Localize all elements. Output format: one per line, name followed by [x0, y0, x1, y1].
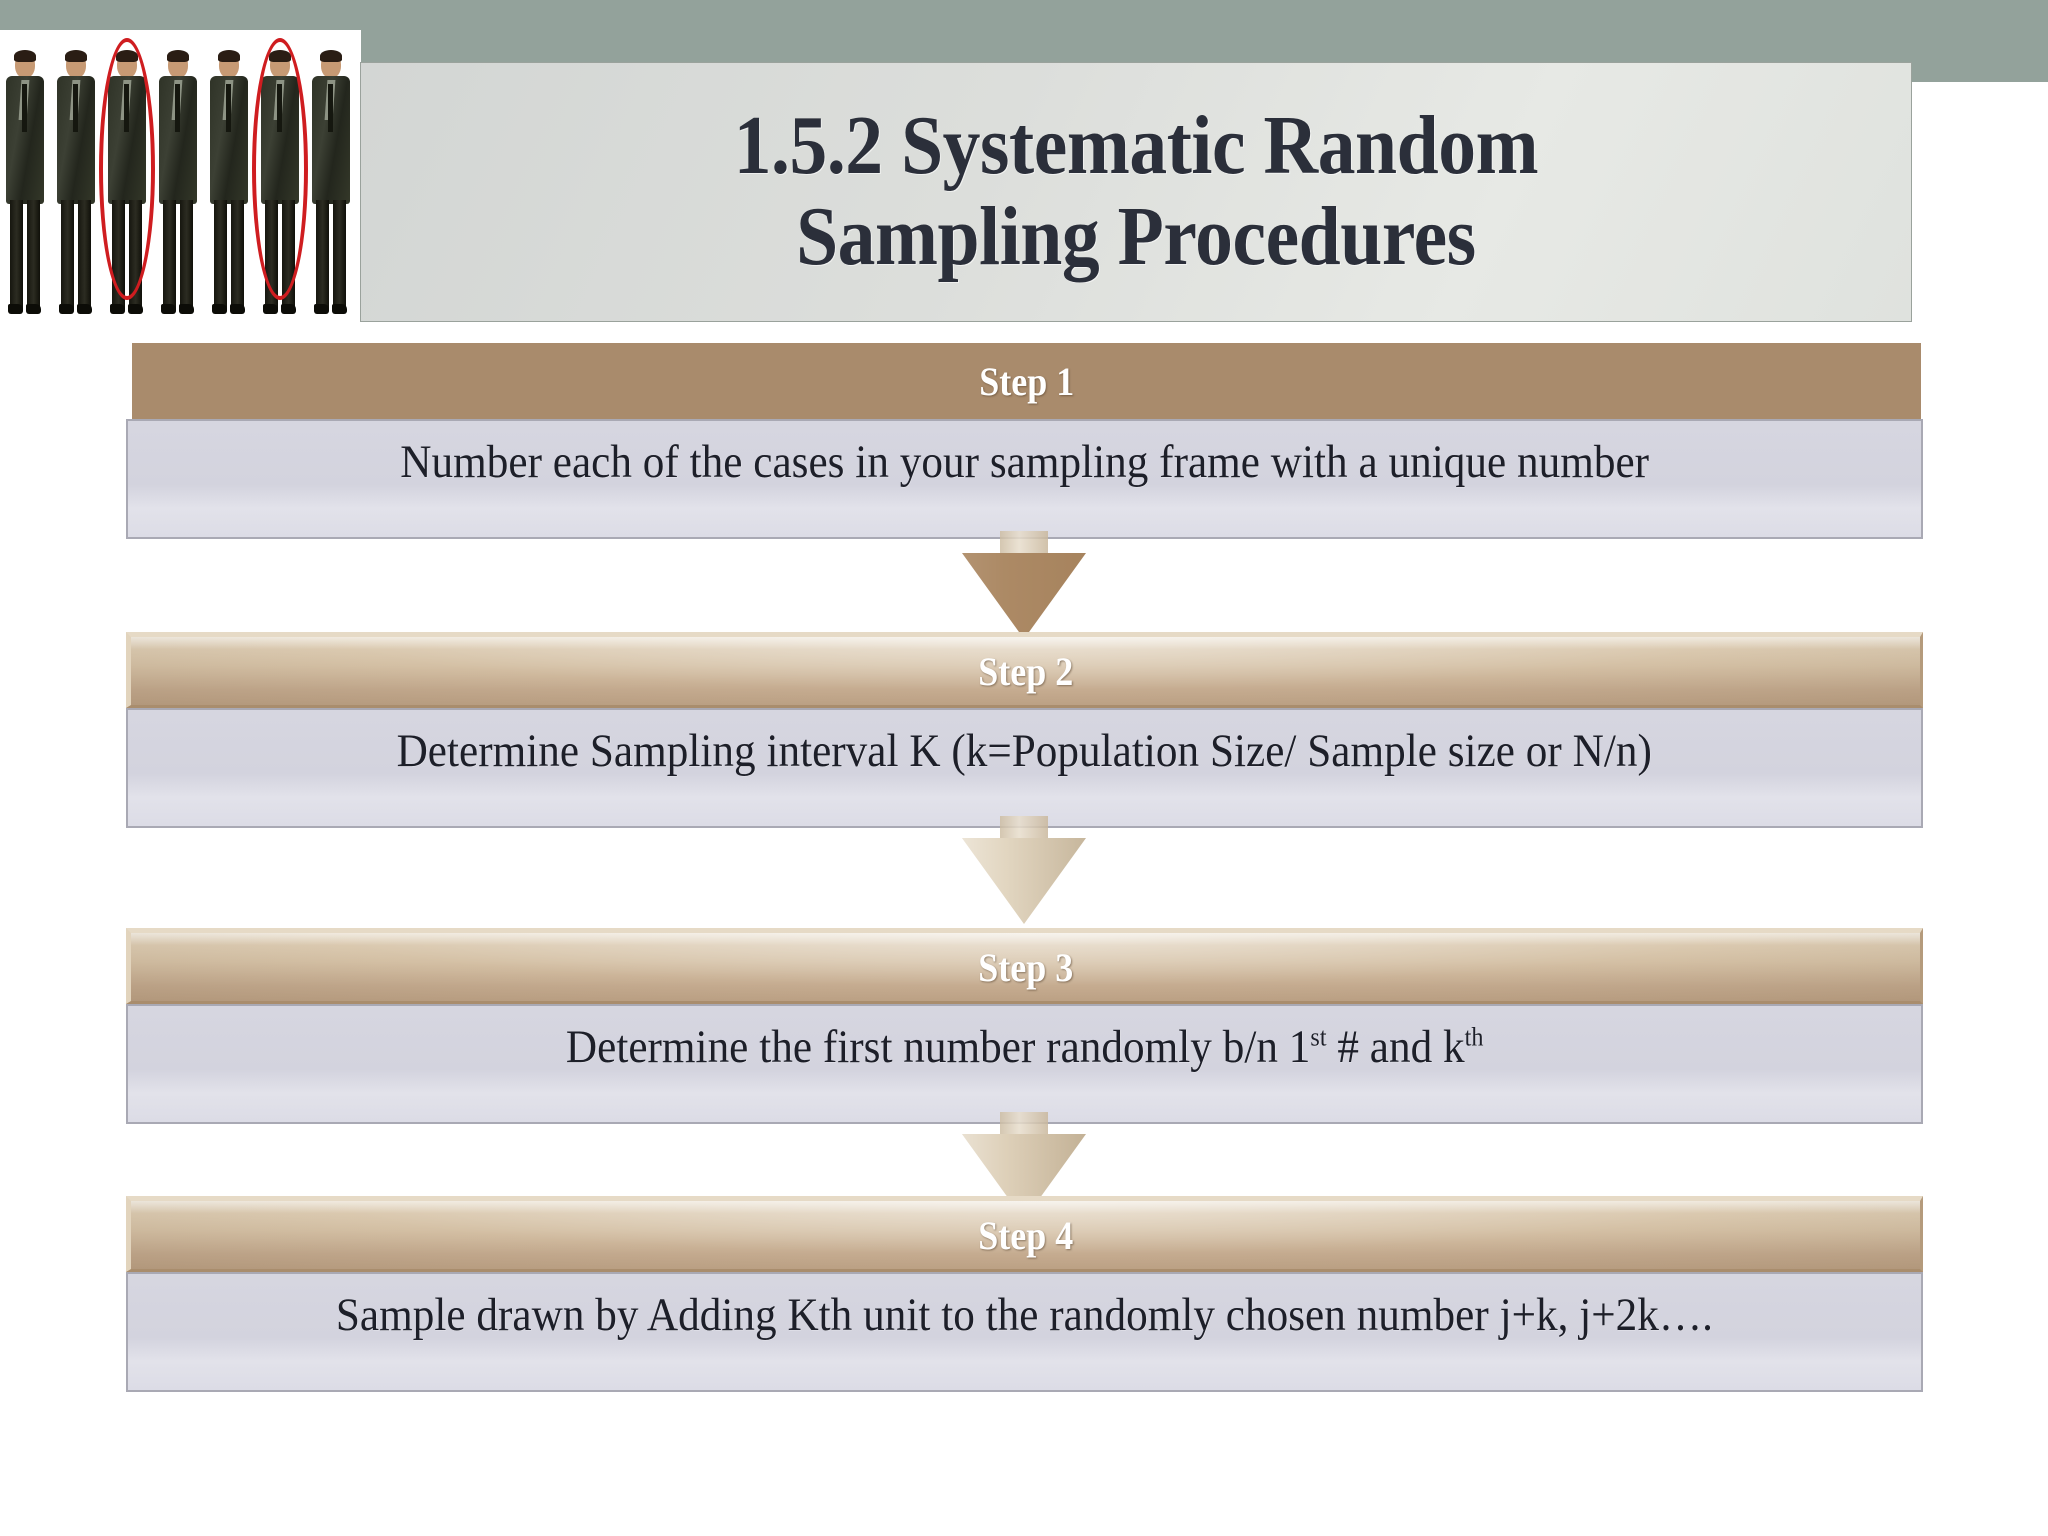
- arrow-head-icon: [962, 553, 1086, 639]
- arrow-shading: [962, 553, 1086, 639]
- step-2-label: Step 2: [977, 648, 1074, 694]
- step-block-2: Step 2 Determine Sampling interval K (k=…: [126, 632, 1923, 828]
- person-figure: [155, 50, 201, 322]
- arrow-shading: [962, 838, 1086, 924]
- step-3-sup-st: st: [1310, 1022, 1327, 1052]
- step-3-sup-th: th: [1464, 1022, 1484, 1052]
- person-figure: [206, 50, 252, 322]
- step-block-3: Step 3 Determine the first number random…: [126, 928, 1923, 1124]
- person-figure: [53, 50, 99, 322]
- slide-title-panel: 1.5.2 Systematic Random Sampling Procedu…: [360, 62, 1912, 322]
- step-3-text-middle: # and k: [1326, 1021, 1465, 1073]
- step-3-text: Determine the first number randomly b/n …: [566, 1020, 1484, 1074]
- step-4-body: Sample drawn by Adding Kth unit to the r…: [126, 1272, 1923, 1392]
- people-lineup-photo: [0, 0, 361, 336]
- step-2-text: Determine Sampling interval K (k=Populat…: [396, 725, 1653, 777]
- step-block-1: Step 1 Number each of the cases in your …: [126, 343, 1923, 539]
- title-line-1: 1.5.2 Systematic Random: [733, 99, 1539, 193]
- person-figure: [308, 50, 354, 322]
- arrow-step1-to-step2: [0, 531, 2048, 639]
- step-2-body: Determine Sampling interval K (k=Populat…: [126, 708, 1923, 828]
- selection-ellipse-icon: [99, 38, 155, 300]
- title-line-2: Sampling Procedures: [796, 190, 1476, 283]
- step-3-text-before: Determine the first number randomly b/n …: [565, 1021, 1311, 1073]
- step-3-label: Step 3: [977, 944, 1074, 990]
- step-1-header: Step 1: [132, 343, 1921, 419]
- step-1-text: Number each of the cases in your samplin…: [400, 436, 1649, 488]
- photo-top-strip: [0, 0, 361, 30]
- step-4-label: Step 4: [977, 1212, 1074, 1258]
- step-4-text: Sample drawn by Adding Kth unit to the r…: [335, 1289, 1714, 1341]
- page-title: 1.5.2 Systematic Random Sampling Procedu…: [733, 99, 1539, 283]
- step-1-label: Step 1: [978, 358, 1075, 404]
- step-1-body: Number each of the cases in your samplin…: [126, 419, 1923, 539]
- arrow-head-icon: [962, 838, 1086, 924]
- arrow-step2-to-step3: [0, 816, 2048, 924]
- step-3-header: Step 3: [126, 928, 1923, 1004]
- step-4-header: Step 4: [126, 1196, 1923, 1272]
- person-figure: [2, 50, 48, 322]
- selection-ellipse-icon: [252, 38, 308, 300]
- step-block-4: Step 4 Sample drawn by Adding Kth unit t…: [126, 1196, 1923, 1392]
- step-3-body: Determine the first number randomly b/n …: [126, 1004, 1923, 1124]
- step-2-header: Step 2: [126, 632, 1923, 708]
